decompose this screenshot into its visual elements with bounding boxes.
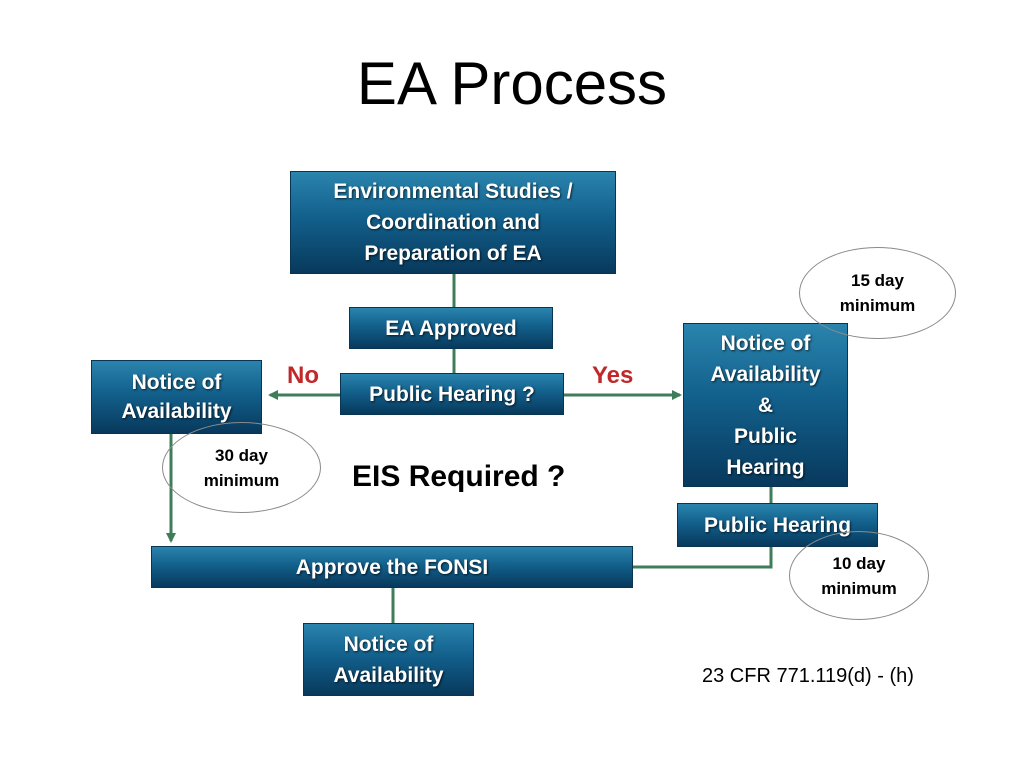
oval-line: minimum [839,296,916,315]
oval-line: minimum [203,470,280,490]
oval-line: 15 day [851,271,904,290]
connector-hearing-to-fonsi [633,547,773,569]
box-line: Notice of [343,632,434,656]
page-title: EA Process [356,50,668,117]
box-line: Notice of [720,331,811,355]
box-label: Approve the FONSI [295,555,489,579]
notice-and-public-hearing-box: Notice of Availability & Public Hearing [683,323,848,487]
notice-of-availability-left-box: Notice of Availability [91,360,262,434]
day-minimum-oval-bottom-right: 10 day minimum [789,531,929,620]
box-label: EA Approved [385,316,517,340]
box-line: Availability [333,663,444,687]
box-line: & [757,393,774,417]
oval-line: minimum [821,578,897,598]
box-line: Notice of [131,371,222,394]
box-line: Hearing [726,455,805,479]
box-line: Preparation of EA [364,242,542,265]
box-label: Public Hearing [703,513,852,537]
box-line: Public [733,424,797,448]
ea-approved-box: EA Approved [349,307,553,349]
box-line: Coordination and [366,211,540,234]
public-hearing-question-box: Public Hearing ? [340,373,564,415]
box-line: Availability [710,362,821,386]
no-label: No [287,362,319,389]
oval-line: 10 day [832,553,886,573]
oval-line: 30 day [215,445,268,465]
yes-label: Yes [592,362,634,389]
box-line: Environmental Studies / [333,180,573,203]
environmental-studies-box: Environmental Studies / Coordination and… [290,171,616,274]
notice-of-availability-bottom-box: Notice of Availability [303,623,474,696]
approve-fonsi-box: Approve the FONSI [151,546,633,588]
citation-label: 23 CFR 771.119(d) - (h) [702,665,914,687]
day-minimum-oval-top-right: 15 day minimum [799,247,956,339]
day-minimum-oval-left: 30 day minimum [162,422,321,513]
box-line: Availability [121,400,232,423]
box-label: Public Hearing ? [369,382,535,406]
eis-required-label: EIS Required ? [352,460,566,493]
